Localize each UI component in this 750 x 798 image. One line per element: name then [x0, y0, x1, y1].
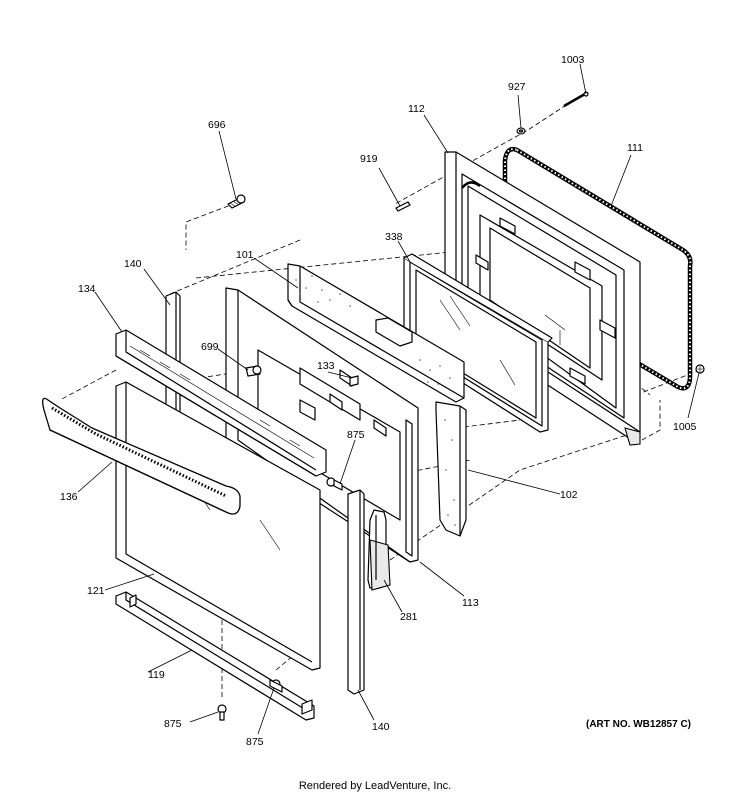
- label-696: 696: [208, 119, 226, 131]
- vent-trim-134: [115, 329, 327, 477]
- label-140-top: 140: [124, 258, 142, 270]
- washer-927: [516, 127, 526, 135]
- label-1005: 1005: [673, 421, 697, 433]
- label-875-bottom-left: 875: [164, 718, 182, 730]
- label-113: 113: [462, 597, 479, 609]
- label-133: 133: [317, 360, 335, 372]
- art-number: (ART NO. WB12857 C): [586, 719, 692, 730]
- label-699: 699: [201, 341, 219, 353]
- side-trim-140-right: [347, 489, 365, 695]
- outer-glass-121: [115, 381, 321, 671]
- label-119: 119: [148, 669, 165, 681]
- label-140-bottom: 140: [372, 721, 390, 733]
- label-338: 338: [385, 231, 403, 243]
- pin-919: [395, 201, 411, 212]
- label-136: 136: [60, 491, 78, 503]
- rod-1003: [563, 91, 589, 108]
- label-121: 121: [87, 585, 105, 597]
- label-134: 134: [78, 283, 96, 295]
- hinge-281: [367, 509, 391, 591]
- label-112: 112: [408, 103, 425, 115]
- clip-133: [349, 375, 359, 387]
- label-281: 281: [400, 611, 418, 623]
- screw-875-upper: [326, 477, 343, 491]
- insulation-strip-102: [435, 401, 467, 537]
- footer-credit: Rendered by LeadVenture, Inc.: [298, 780, 452, 792]
- door-gasket-111: [502, 146, 693, 391]
- screw-875-bottom-mid: [269, 679, 283, 693]
- screw-696: [227, 194, 246, 209]
- label-875-upper: 875: [347, 429, 365, 441]
- label-1003: 1003: [561, 54, 585, 66]
- leader-lines: [77, 63, 700, 735]
- screw-1005: [695, 364, 705, 374]
- part-labels: 1003 927 112 111 696 919 338 101 140 134…: [60, 54, 697, 748]
- label-101: 101: [236, 249, 254, 261]
- screw-875-bottom-left: [217, 704, 227, 721]
- label-102: 102: [560, 489, 578, 501]
- screw-699: [245, 365, 262, 377]
- label-919: 919: [360, 153, 378, 165]
- door-handle-136: [42, 397, 241, 515]
- inner-frame-113: [225, 287, 419, 563]
- bottom-trim-119: [115, 591, 315, 721]
- label-111: 111: [627, 142, 643, 154]
- label-927: 927: [508, 81, 526, 93]
- label-875-bottom-mid: 875: [246, 736, 264, 748]
- insulation-101: [287, 263, 465, 403]
